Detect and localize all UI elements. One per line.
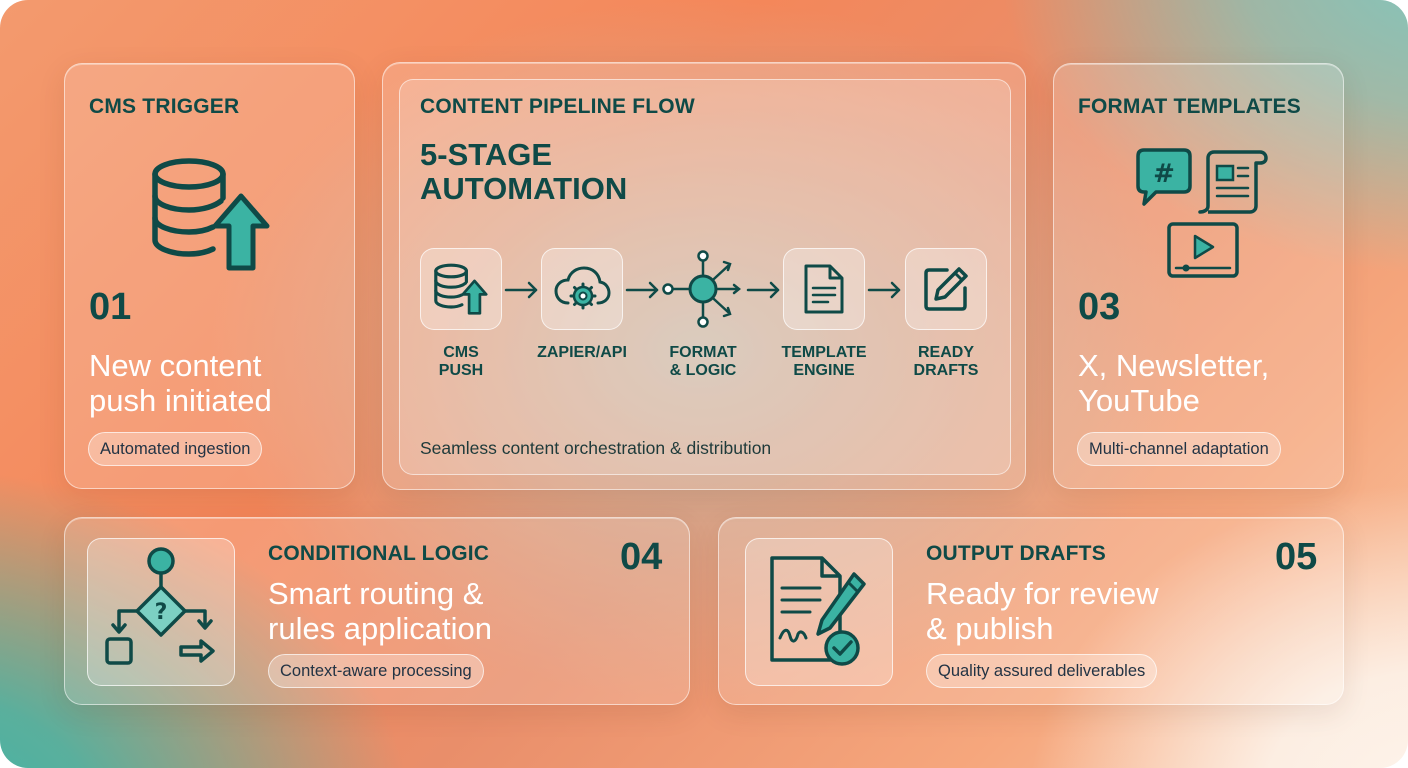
signed-document-icon — [770, 556, 866, 666]
arrow-right-icon — [746, 281, 780, 299]
card-description-line2: rules application — [268, 611, 493, 646]
document-icon — [804, 264, 844, 314]
pipeline-title-line1: 5-STAGE — [420, 137, 553, 172]
arrow-right-icon — [504, 281, 538, 299]
card-description-line2: push initiated — [89, 383, 272, 418]
pipeline-footer: Seamless content orchestration & distrib… — [420, 438, 772, 458]
pipeline-panel: CONTENT PIPELINE FLOW 5-STAGE AUTOMATION — [399, 79, 1011, 475]
card-tag: Automated ingestion — [88, 432, 263, 466]
stage-label: FORMAT & LOGIC — [669, 344, 737, 379]
stage-number: 03 — [1078, 286, 1121, 328]
stage-label: CMS PUSH — [438, 344, 484, 379]
card-description-line1: Smart routing & — [268, 576, 484, 611]
card-description-line2: YouTube — [1078, 383, 1200, 418]
flowchart-icon: ? — [105, 547, 215, 665]
arrow-right-icon — [867, 281, 901, 299]
pipeline-title: 5-STAGE AUTOMATION — [420, 138, 627, 206]
svg-text:?: ? — [155, 600, 168, 625]
card-tag: Context-aware processing — [268, 654, 484, 688]
card-tag: Quality assured deliverables — [926, 654, 1158, 688]
card-output-drafts: OUTPUT DRAFTS 05 Ready for review & publ… — [718, 517, 1344, 705]
stage-ready-drafts — [905, 248, 987, 330]
templates-icon: # — [1136, 148, 1268, 278]
stage-label: READY DRAFTS — [913, 344, 979, 379]
pipeline-label: CONTENT PIPELINE FLOW — [420, 95, 695, 118]
stage-cms-push — [420, 248, 502, 330]
stage-template-engine — [783, 248, 865, 330]
stage-zapier-api — [541, 248, 623, 330]
card-description-line2: & publish — [926, 611, 1054, 646]
card-format-templates: FORMAT TEMPLATES # 03 X, Newsletter, You… — [1053, 63, 1344, 489]
arrow-right-icon — [625, 281, 659, 299]
card-description-line1: X, Newsletter, — [1078, 348, 1270, 383]
card-label: FORMAT TEMPLATES — [1078, 95, 1301, 118]
card-label: CONDITIONAL LOGIC — [268, 542, 490, 565]
stage-format-logic — [662, 248, 744, 330]
cloud-gear-icon — [554, 266, 611, 310]
card-description-line1: Ready for review — [926, 576, 1159, 611]
network-hub-icon — [662, 250, 742, 328]
pipeline-title-line2: AUTOMATION — [420, 171, 628, 206]
database-upload-icon — [434, 263, 488, 315]
stage-number: 04 — [620, 536, 663, 578]
database-upload-icon — [152, 158, 270, 271]
output-drafts-icon-box — [745, 538, 893, 686]
conditional-logic-icon-box: ? — [87, 538, 235, 686]
card-conditional-logic: ? CONDITIONAL LOGIC 04 Smart routing & r… — [64, 517, 690, 705]
svg-text:#: # — [1153, 159, 1175, 189]
card-cms-trigger: CMS TRIGGER 01 New content push initiate… — [64, 63, 355, 489]
card-pipeline: CONTENT PIPELINE FLOW 5-STAGE AUTOMATION — [382, 62, 1026, 490]
edit-icon — [924, 267, 968, 311]
stage-number: 05 — [1275, 536, 1318, 578]
card-description-line1: New content — [89, 348, 262, 383]
card-label: CMS TRIGGER — [89, 95, 240, 118]
stage-label: TEMPLATE ENGINE — [781, 344, 867, 379]
stage-label: ZAPIER/API — [537, 344, 627, 361]
stage-number: 01 — [89, 286, 132, 328]
card-label: OUTPUT DRAFTS — [926, 542, 1106, 565]
card-tag: Multi-channel adaptation — [1077, 432, 1281, 466]
